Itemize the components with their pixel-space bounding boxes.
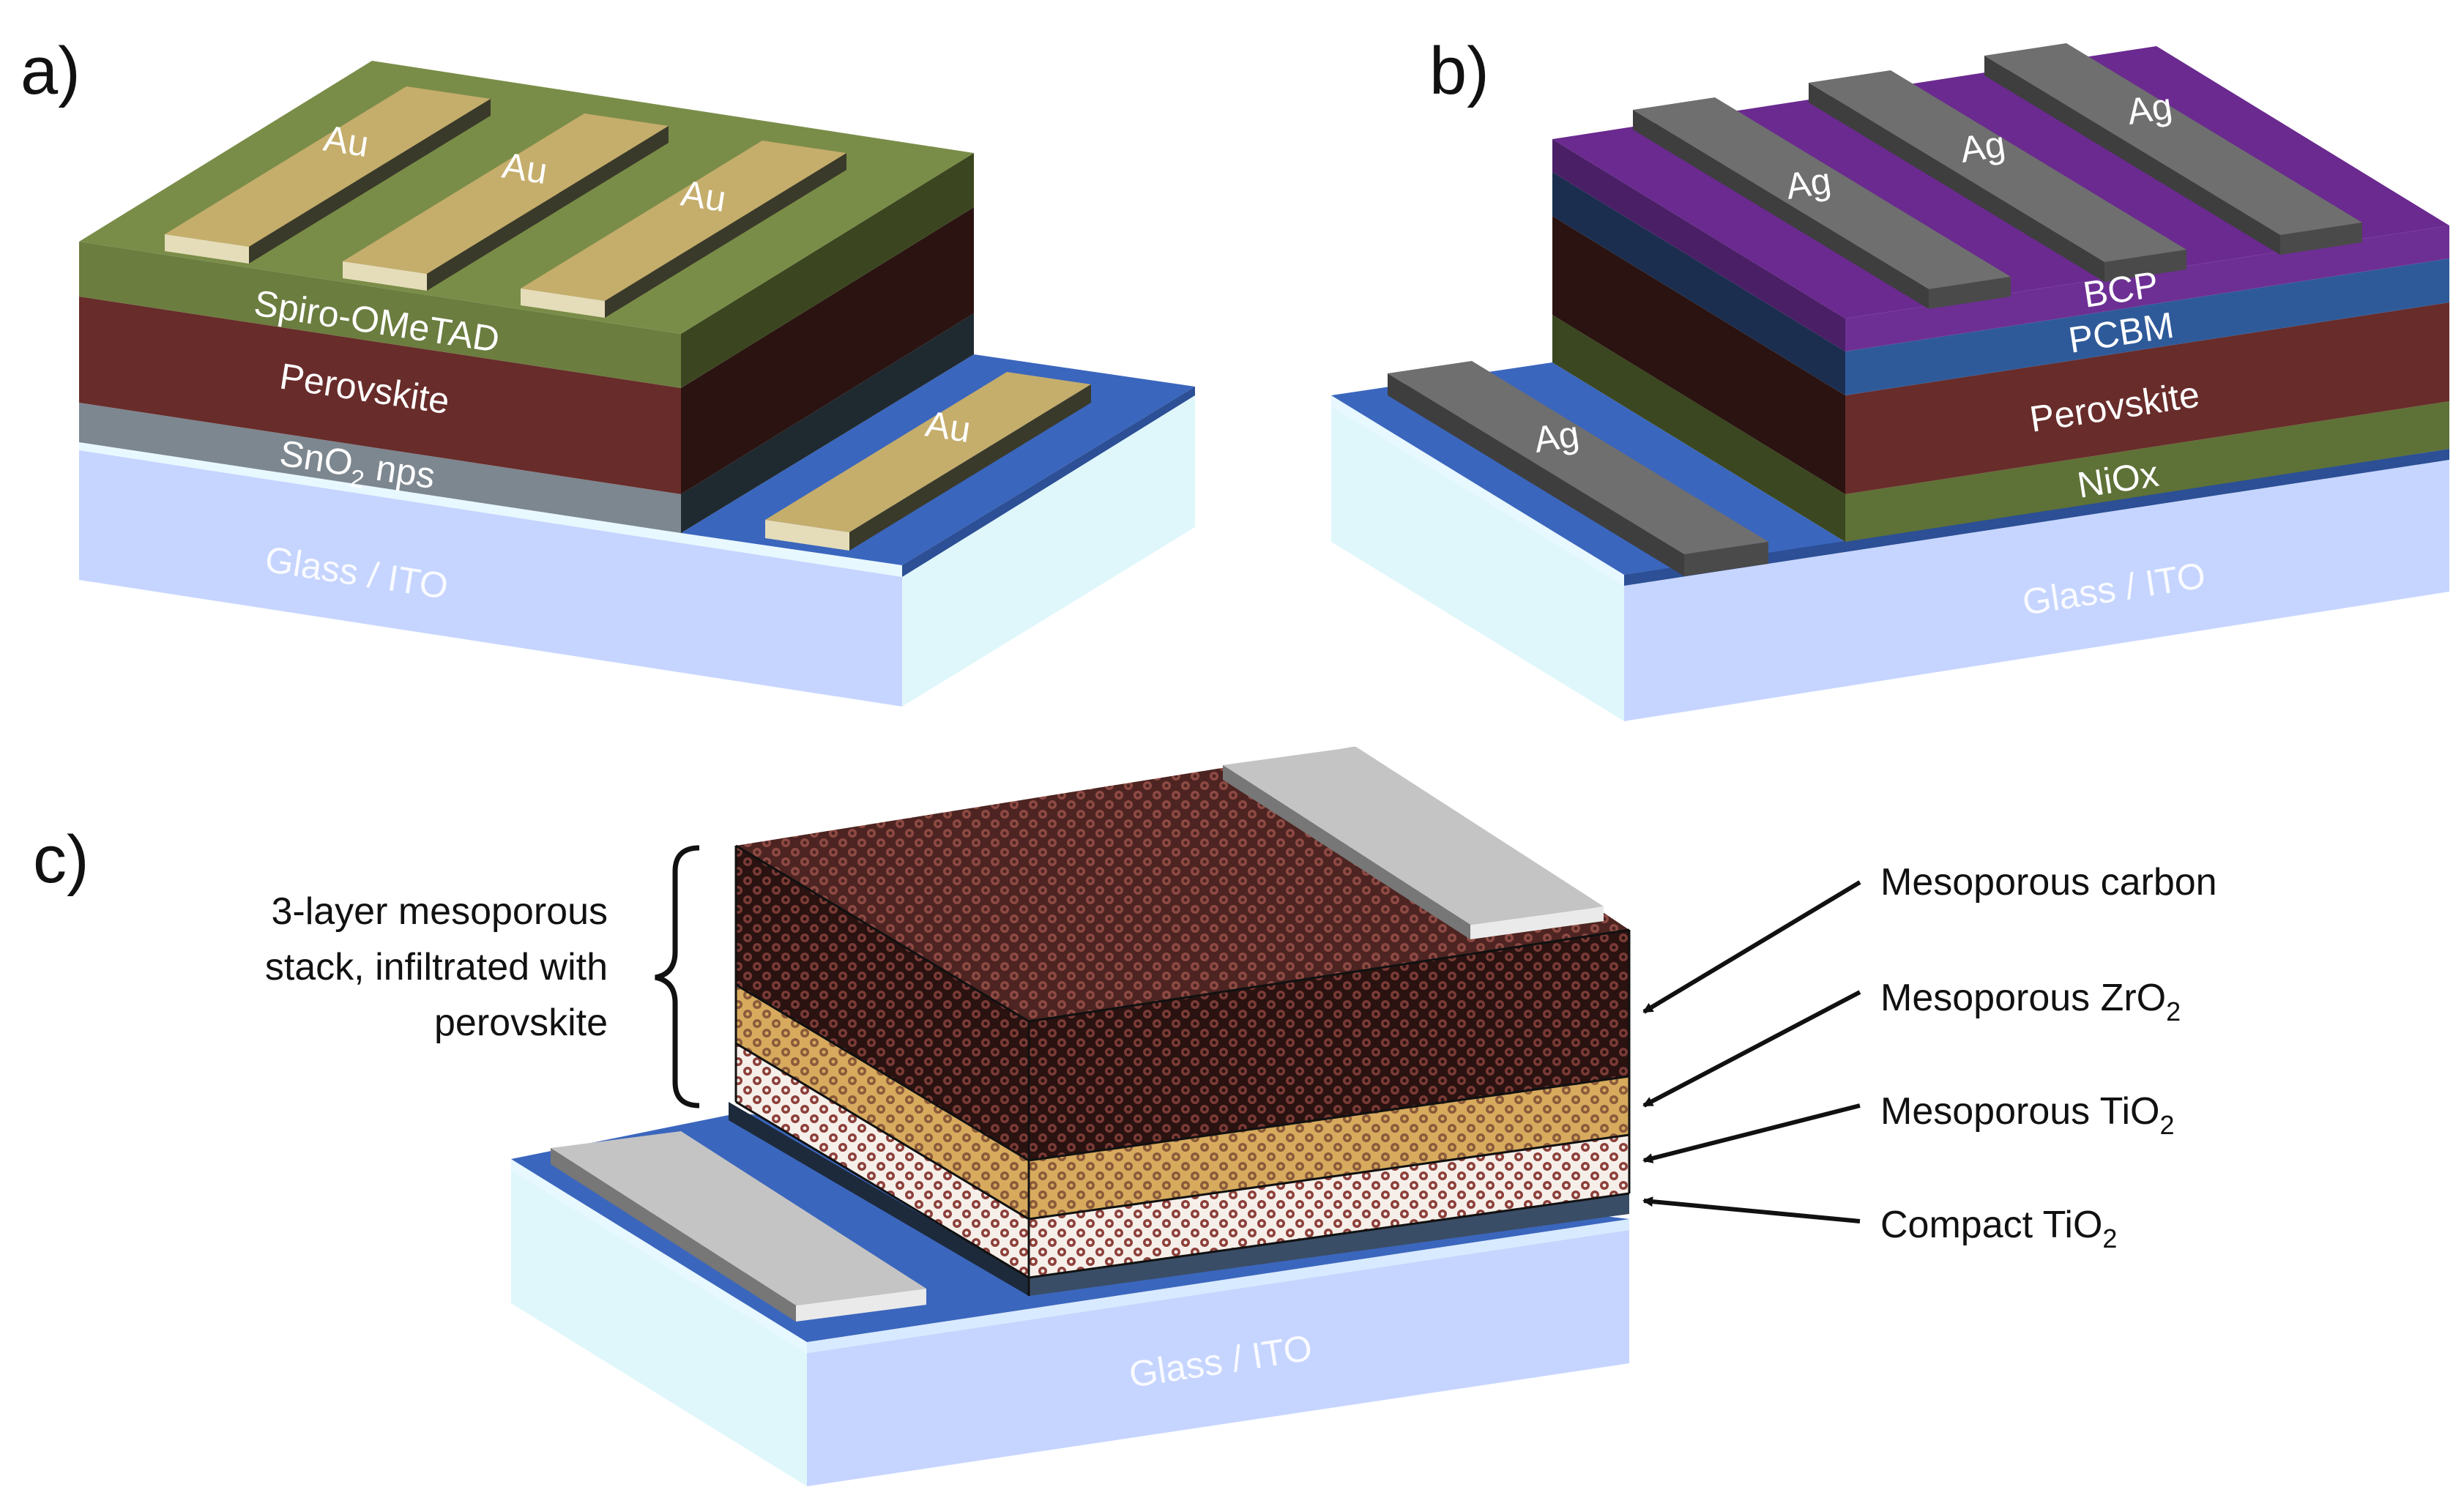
ag-electrode (1809, 70, 2186, 282)
bracket-text-line-1: 3-layer mesoporous (271, 890, 608, 933)
ag-label: Ag (1783, 160, 1834, 207)
panel-c-compact-tio2-layer (729, 1102, 1629, 1296)
arrow-zro2 (1642, 990, 1861, 1108)
panel-a: a) (21, 34, 1195, 707)
panel-b: b) (1331, 34, 2449, 721)
panel-b-glass-substrate (1331, 395, 2449, 721)
panel-b-label: b) (1429, 34, 1489, 108)
callout-meso-tio2: Mesoporous TiO2 (1880, 1090, 2175, 1140)
au-label: Au (678, 173, 729, 220)
panel-c: c) (33, 747, 2217, 1486)
callout-carbon: Mesoporous carbon (1880, 861, 2217, 903)
contact-on-carbon (1223, 747, 1604, 939)
callout-arrows (1642, 880, 1861, 1223)
au-electrode (165, 86, 491, 264)
panel-b-niox-layer (1552, 315, 2449, 542)
panel-a-au-electrodes (165, 86, 1091, 551)
au-electrode-ito (765, 372, 1091, 551)
panel-b-pcbm-layer (1552, 172, 2449, 395)
au-electrode (343, 113, 669, 291)
ag-electrode (1984, 43, 2362, 255)
panel-a-sno2-layer (79, 313, 974, 533)
panel-a-perovskite-layer (79, 207, 974, 494)
arrow-compact-tio2 (1642, 1196, 1861, 1223)
ag-label: Ag (1957, 123, 2008, 171)
panel-a-glass-substrate (79, 395, 1195, 707)
ag-label: Ag (2124, 85, 2175, 133)
ag-label: Ag (1531, 413, 1582, 461)
au-label: Au (499, 145, 550, 193)
arrow-carbon (1642, 880, 1861, 1014)
contact-on-ito (551, 1131, 926, 1322)
stack-bracket (655, 845, 700, 1109)
arrow-meso-tio2 (1642, 1103, 1861, 1163)
ag-electrode (1633, 97, 2011, 309)
panel-c-glass-substrate (511, 1159, 1629, 1486)
callout-compact-tio2: Compact TiO2 (1880, 1204, 2117, 1253)
panel-c-contacts (551, 747, 1604, 1322)
au-electrode (521, 141, 846, 318)
panel-b-ag-electrodes (1388, 43, 2362, 576)
callout-zro2: Mesoporous ZrO2 (1880, 977, 2181, 1027)
au-label: Au (321, 118, 371, 165)
au-label: Au (923, 403, 973, 451)
bracket-text-line-3: perovskite (434, 1002, 608, 1044)
ag-electrode-ito (1388, 361, 1768, 576)
panel-a-label: a) (21, 34, 81, 108)
bracket-text-line-2: stack, infiltrated with (265, 946, 608, 988)
panel-b-perovskite-layer (1552, 216, 2449, 494)
panel-c-label: c) (33, 822, 89, 897)
